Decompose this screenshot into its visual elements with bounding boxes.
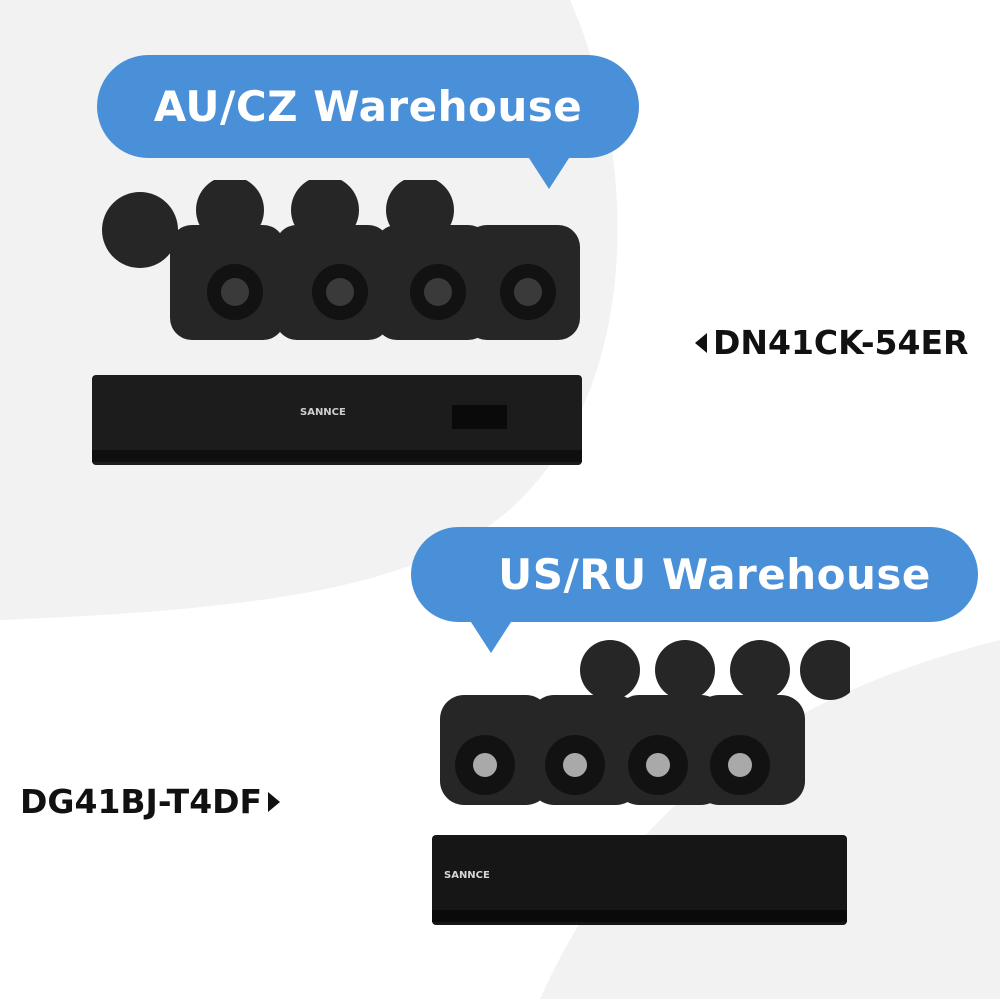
bubble-tail [469, 619, 513, 653]
bubble-tail [527, 155, 571, 189]
warehouse-label-us-ru: US/RU Warehouse [498, 550, 931, 599]
warehouse-label-au-cz: AU/CZ Warehouse [153, 82, 583, 131]
model-code-top: DN41CK-54ER [695, 323, 968, 362]
camera-kit-top: SANNCE [92, 180, 582, 465]
model-code-au-cz: DN41CK-54ER [713, 323, 969, 362]
brand-label-bottom: SANNCE [444, 870, 490, 881]
warehouse-bubble-us-ru: US/RU Warehouse [411, 527, 978, 653]
camera-kit-bottom: SANNCE [432, 640, 850, 925]
caret-right-icon [268, 791, 281, 812]
brand-label-top: SANNCE [300, 407, 346, 418]
model-code-bottom: DG41BJ-T4DF [20, 782, 281, 821]
model-code-us-ru: DG41BJ-T4DF [20, 782, 263, 821]
warehouse-bubble-au-cz: AU/CZ Warehouse [97, 55, 639, 189]
caret-left-icon [695, 332, 707, 353]
